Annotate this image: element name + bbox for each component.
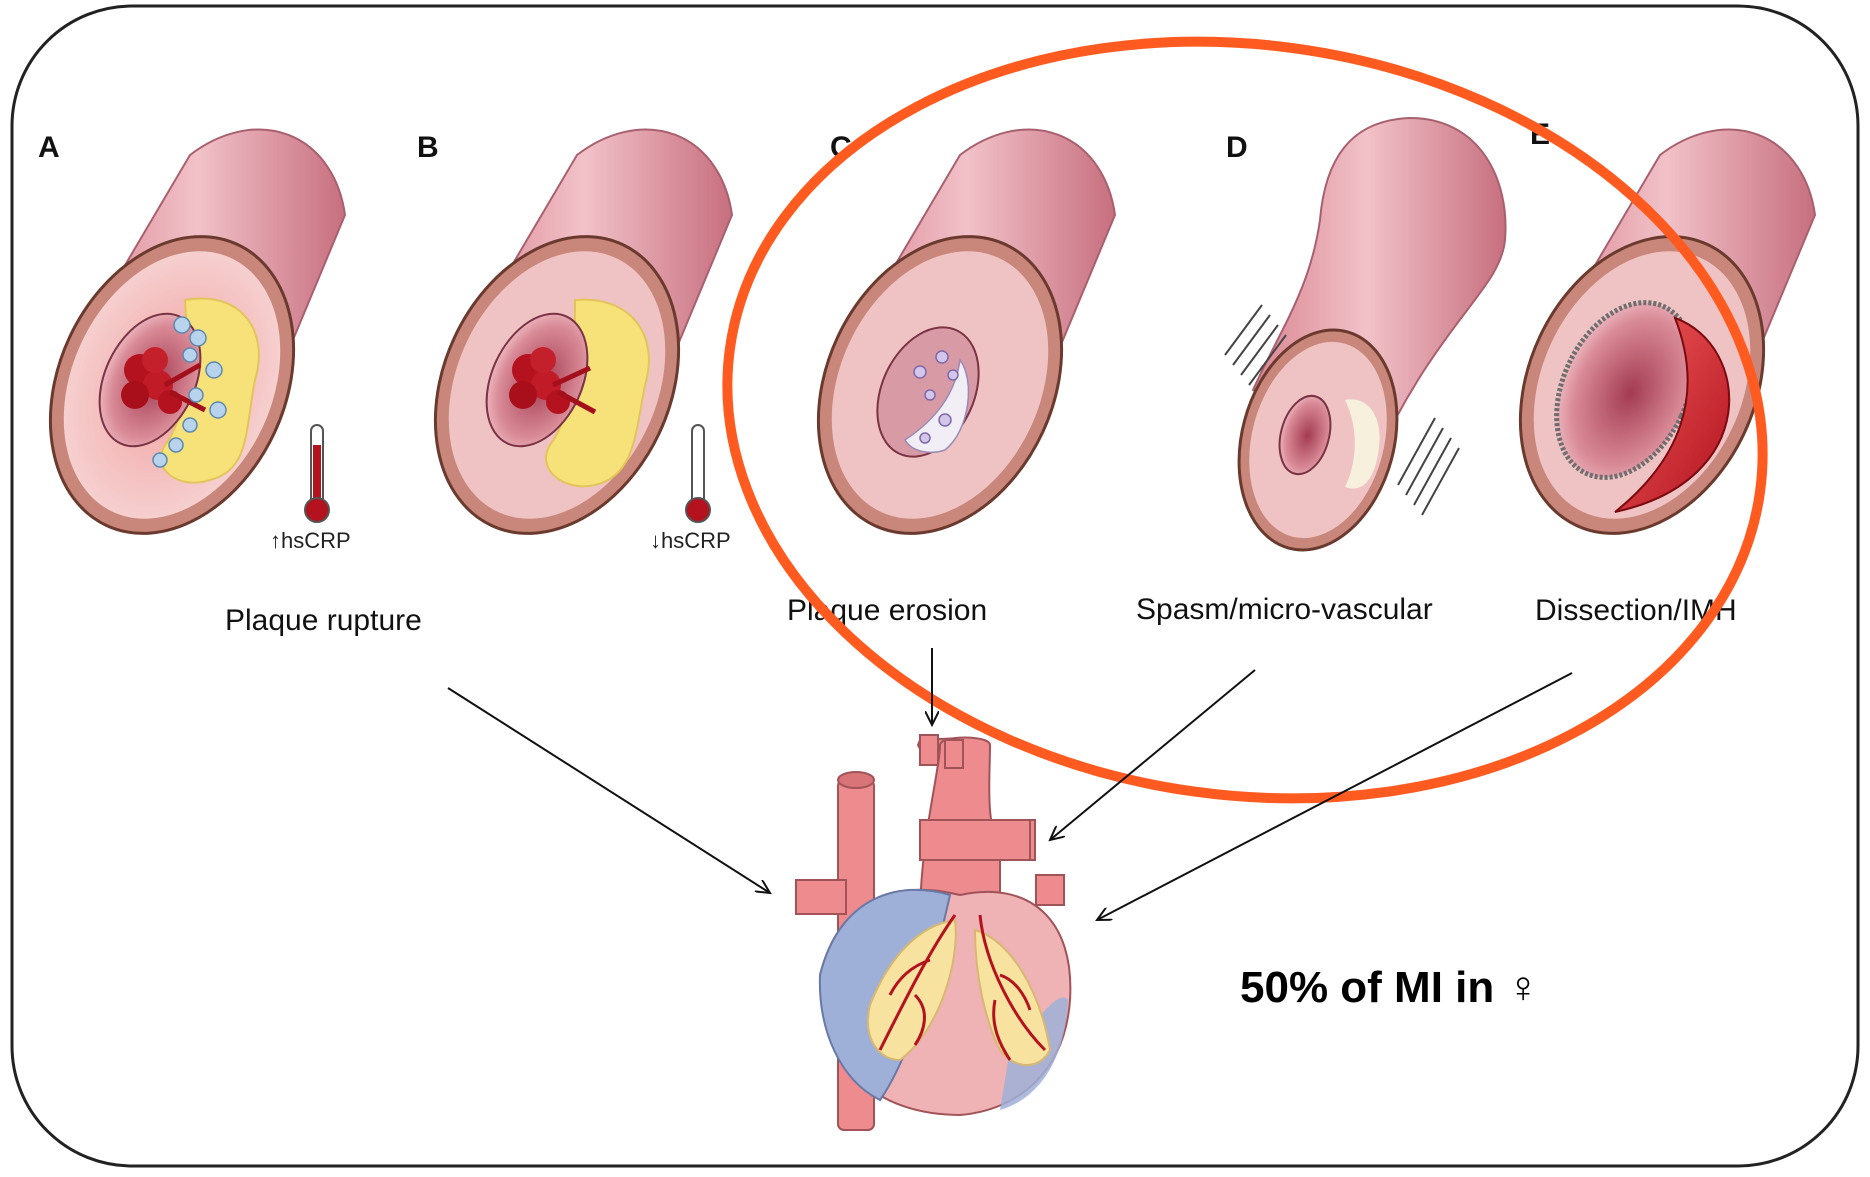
pulmonary-vein-right: [1036, 875, 1064, 905]
pulmonary-vein-left: [796, 880, 846, 914]
hscrp-label-a: ↑hsCRP: [270, 528, 351, 553]
caption-d: Spasm/micro-vascular: [1136, 593, 1433, 626]
panel-letter-d: D: [1226, 131, 1248, 164]
panel-letter-b: B: [417, 131, 439, 164]
caption-a: Plaque rupture: [225, 604, 422, 637]
headline-text: 50% of MI in ♀: [1240, 963, 1539, 1012]
pulmonary-artery: [920, 820, 1030, 860]
hscrp-label-b: ↓hsCRP: [650, 528, 731, 553]
panel-letter-a: A: [38, 131, 60, 164]
